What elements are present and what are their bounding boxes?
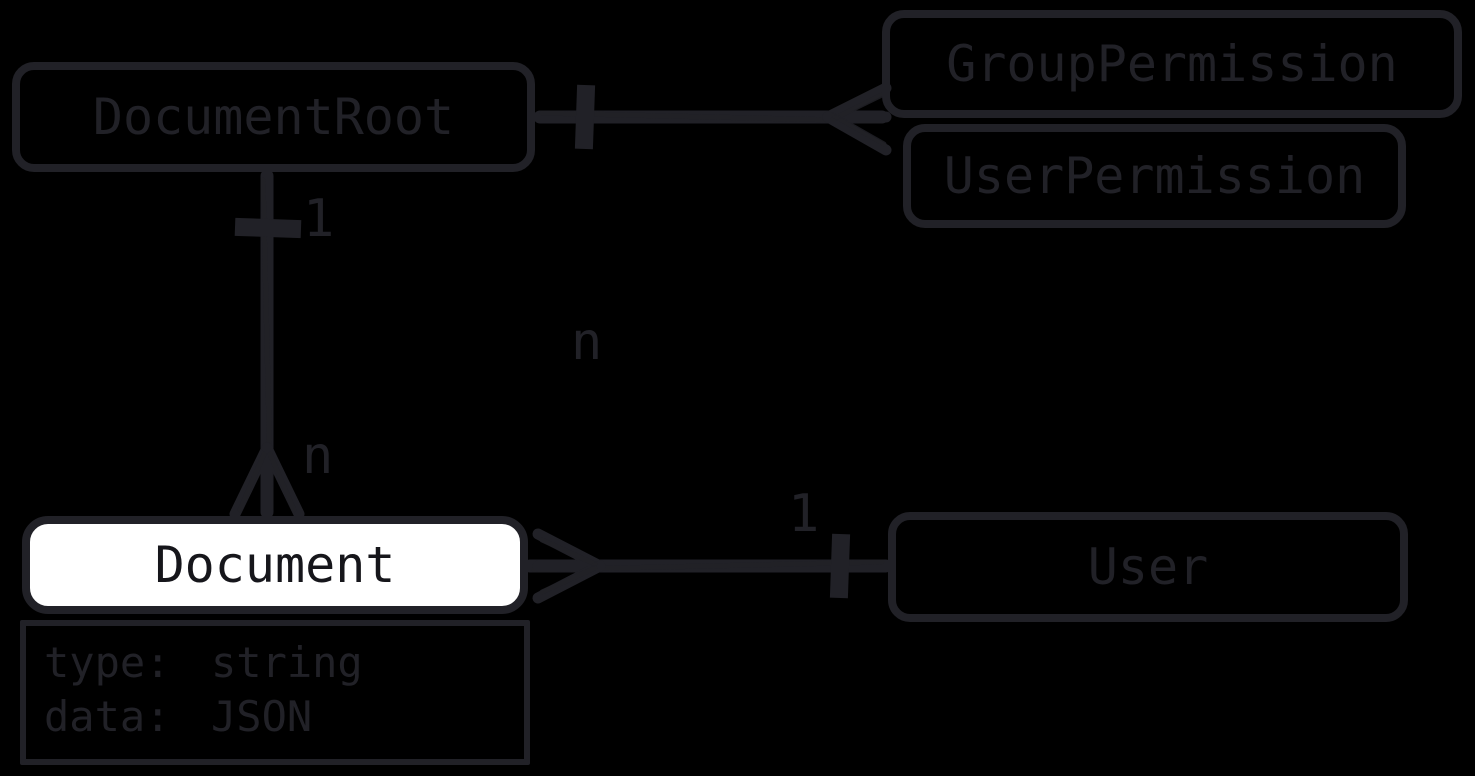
- crow-foot-icon: [532, 528, 606, 604]
- cardinality-label: 1: [303, 189, 335, 249]
- cardinality-label: n: [302, 426, 334, 486]
- entity-documentroot-label: DocumentRoot: [92, 88, 455, 146]
- cardinality-one-tick-icon: [234, 217, 302, 239]
- cardinality-one-tick-icon: [829, 533, 851, 599]
- entity-document-attributes-box: type: string data: JSON: [20, 620, 530, 765]
- attribute-name: data:: [44, 692, 171, 741]
- crow-foot-icon: [822, 82, 892, 156]
- entity-user-label: User: [1087, 538, 1209, 596]
- entity-document-label: Document: [154, 536, 396, 594]
- entity-grouppermission-label: GroupPermission: [946, 35, 1398, 93]
- attribute-name: type:: [44, 638, 171, 687]
- cardinality-label: n: [571, 312, 603, 372]
- entity-userpermission-label: UserPermission: [943, 147, 1366, 205]
- entity-grouppermission: GroupPermission: [882, 10, 1462, 118]
- entity-documentroot: DocumentRoot: [12, 62, 535, 172]
- cardinality-one-tick-icon: [574, 84, 596, 150]
- edge-documentroot-permissions: [533, 82, 892, 156]
- edge-document-user: [523, 528, 893, 604]
- cardinality-label: 1: [788, 484, 820, 544]
- attribute-row: data: JSON: [44, 690, 524, 744]
- attribute-value: string: [211, 638, 363, 687]
- entity-document: Document: [22, 516, 528, 614]
- attribute-value: JSON: [211, 692, 313, 741]
- edge-documentroot-document: [229, 169, 305, 520]
- entity-user: User: [888, 512, 1408, 622]
- crow-foot-icon: [229, 442, 305, 520]
- entity-userpermission: UserPermission: [903, 124, 1406, 228]
- attribute-row: type: string: [44, 636, 524, 690]
